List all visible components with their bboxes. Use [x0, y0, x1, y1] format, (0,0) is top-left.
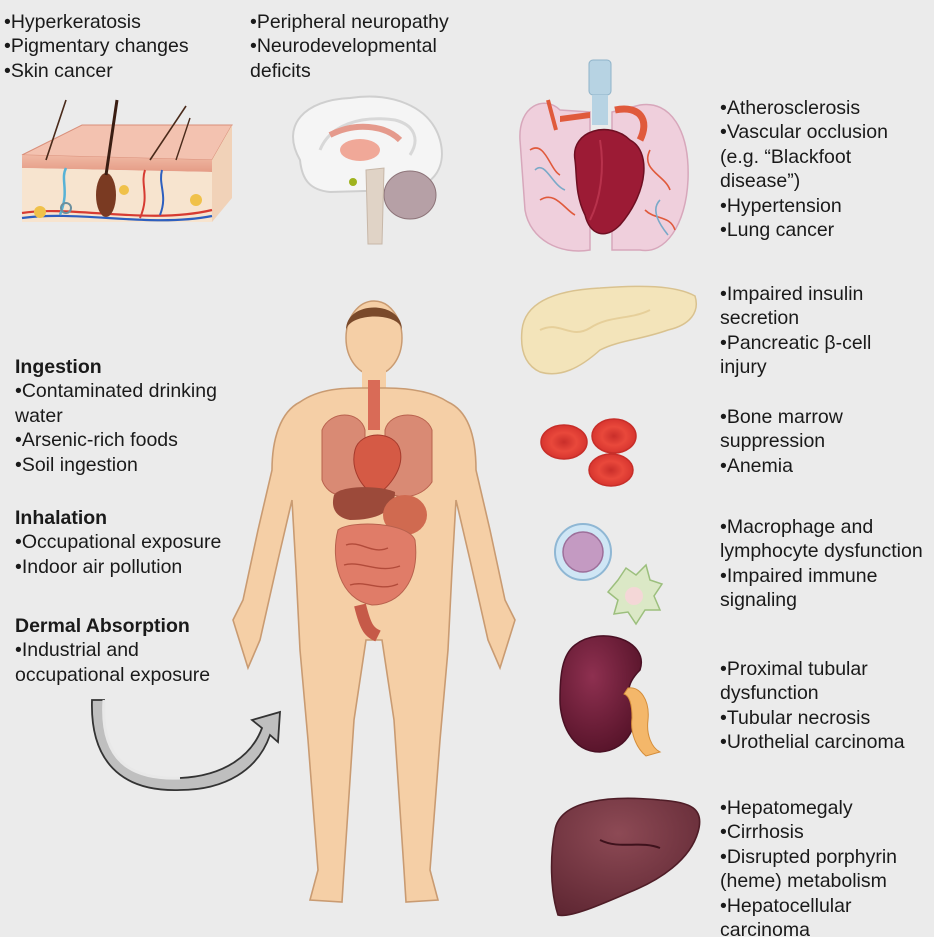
exposure-ingestion-title: Ingestion: [15, 355, 217, 379]
skin-effects-list: •Hyperkeratosis •Pigmentary changes •Ski…: [4, 10, 189, 83]
brain-icon: [293, 97, 442, 244]
ingestion-item: •Contaminated drinking: [15, 379, 217, 403]
liver-icon: [552, 798, 700, 915]
cardio-effect-item: •Hypertension: [720, 194, 888, 218]
exposure-dermal: Dermal Absorption •Industrial and occupa…: [15, 614, 210, 687]
skin-effect-item: •Skin cancer: [4, 59, 189, 83]
blood-effect-item: •Anemia: [720, 454, 843, 478]
pancreas-effect-item: •Pancreatic β-cell: [720, 331, 871, 355]
curved-arrow-icon: [92, 700, 280, 790]
immune-effect-item: signaling: [720, 588, 923, 612]
human-body-icon: [233, 301, 515, 902]
skin-cross-section-icon: [22, 100, 232, 222]
liver-effects-list: •Hepatomegaly •Cirrhosis •Disrupted porp…: [720, 796, 897, 937]
brain-effect-item: •Peripheral neuropathy: [250, 10, 449, 34]
liver-effect-item: (heme) metabolism: [720, 869, 897, 893]
skin-effect-item: •Hyperkeratosis: [4, 10, 189, 34]
cardiovascular-effects-list: •Atherosclerosis •Vascular occlusion (e.…: [720, 96, 888, 242]
cardio-effect-item: •Lung cancer: [720, 218, 888, 242]
kidney-effect-item: •Tubular necrosis: [720, 706, 905, 730]
brain-effect-item: •Neurodevelopmental: [250, 34, 449, 58]
immune-effects-list: •Macrophage and lymphocyte dysfunction •…: [720, 515, 923, 613]
heart-lungs-icon: [520, 60, 688, 251]
skin-effect-item: •Pigmentary changes: [4, 34, 189, 58]
kidney-effect-item: •Urothelial carcinoma: [720, 730, 905, 754]
inhalation-item: •Indoor air pollution: [15, 555, 221, 579]
cardio-effect-item: disease”): [720, 169, 888, 193]
pancreas-effect-item: injury: [720, 355, 871, 379]
dermal-item: •Industrial and: [15, 638, 210, 662]
kidney-icon: [560, 636, 660, 756]
cardio-effect-item: •Atherosclerosis: [720, 96, 888, 120]
red-blood-cells-icon: [541, 419, 636, 486]
blood-effects-list: •Bone marrow suppression •Anemia: [720, 405, 843, 478]
immune-effect-item: •Impaired immune: [720, 564, 923, 588]
cardio-effect-item: (e.g. “Blackfoot: [720, 145, 888, 169]
blood-effect-item: suppression: [720, 429, 843, 453]
liver-effect-item: •Disrupted porphyrin: [720, 845, 897, 869]
brain-effect-item: deficits: [250, 59, 449, 83]
liver-effect-item: •Hepatomegaly: [720, 796, 897, 820]
inhalation-item: •Occupational exposure: [15, 530, 221, 554]
pancreas-effect-item: secretion: [720, 306, 871, 330]
kidney-effect-item: dysfunction: [720, 681, 905, 705]
exposure-dermal-title: Dermal Absorption: [15, 614, 210, 638]
pancreas-effects-list: •Impaired insulin secretion •Pancreatic …: [720, 282, 871, 380]
exposure-ingestion: Ingestion •Contaminated drinking water •…: [15, 355, 217, 477]
liver-effect-item: carcinoma: [720, 918, 897, 937]
blood-effect-item: •Bone marrow: [720, 405, 843, 429]
ingestion-item: water: [15, 404, 217, 428]
ingestion-item: •Arsenic-rich foods: [15, 428, 217, 452]
brain-effects-list: •Peripheral neuropathy •Neurodevelopment…: [250, 10, 449, 83]
pancreas-effect-item: •Impaired insulin: [720, 282, 871, 306]
immune-effect-item: lymphocyte dysfunction: [720, 539, 923, 563]
dermal-item: occupational exposure: [15, 663, 210, 687]
cardio-effect-item: •Vascular occlusion: [720, 120, 888, 144]
exposure-inhalation-title: Inhalation: [15, 506, 221, 530]
ingestion-item: •Soil ingestion: [15, 453, 217, 477]
kidney-effects-list: •Proximal tubular dysfunction •Tubular n…: [720, 657, 905, 755]
immune-effect-item: •Macrophage and: [720, 515, 923, 539]
liver-effect-item: •Cirrhosis: [720, 820, 897, 844]
pancreas-icon: [522, 286, 697, 373]
exposure-inhalation: Inhalation •Occupational exposure •Indoo…: [15, 506, 221, 579]
immune-cells-icon: [555, 524, 662, 624]
liver-effect-item: •Hepatocellular: [720, 894, 897, 918]
kidney-effect-item: •Proximal tubular: [720, 657, 905, 681]
